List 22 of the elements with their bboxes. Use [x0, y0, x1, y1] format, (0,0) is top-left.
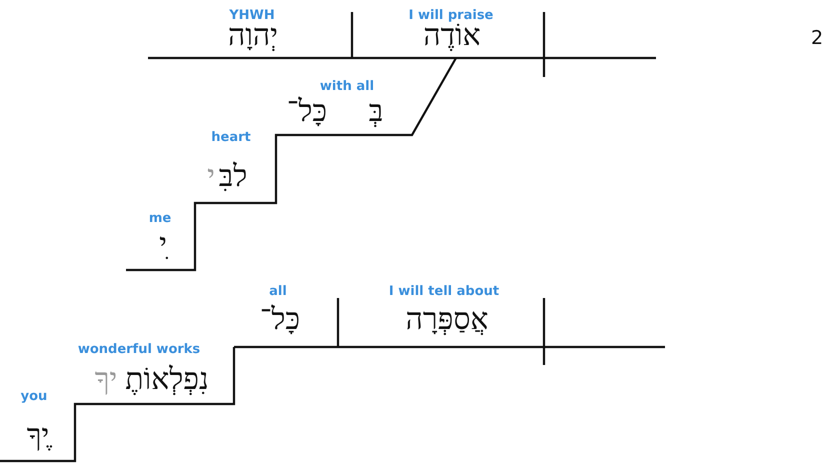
english-gloss: all — [269, 284, 287, 298]
hebrew-word: ִי — [159, 230, 167, 260]
hebrew-suffix: י — [207, 162, 215, 192]
hebrew-suffix: יךָ — [94, 365, 118, 395]
hebrew-word: בְּ — [368, 97, 384, 127]
english-gloss: wonderful works — [78, 342, 200, 356]
hebrew-word: ֶיךָ — [26, 421, 50, 451]
hebrew-word: לבִּ — [218, 162, 248, 192]
english-gloss: I will praise — [408, 8, 494, 22]
hebrew-word: יְהוָה — [228, 21, 278, 51]
hebrew-word: נִפְלְאוֹתֶ — [125, 365, 209, 395]
english-gloss: I will tell about — [388, 284, 500, 298]
english-gloss: heart — [211, 130, 251, 144]
hebrew-word: אֲסַפְּרָה — [406, 305, 488, 335]
english-gloss: YHWH — [229, 8, 275, 22]
hebrew-word: אוֹדֶה — [423, 21, 481, 51]
english-gloss: you — [20, 390, 48, 402]
verse-number: 2 — [810, 28, 824, 48]
hebrew-word: כָּל־ — [286, 97, 328, 127]
english-gloss: me — [148, 212, 172, 224]
hebrew-word: כָּל־ — [260, 305, 300, 335]
english-gloss: with all — [320, 80, 374, 92]
